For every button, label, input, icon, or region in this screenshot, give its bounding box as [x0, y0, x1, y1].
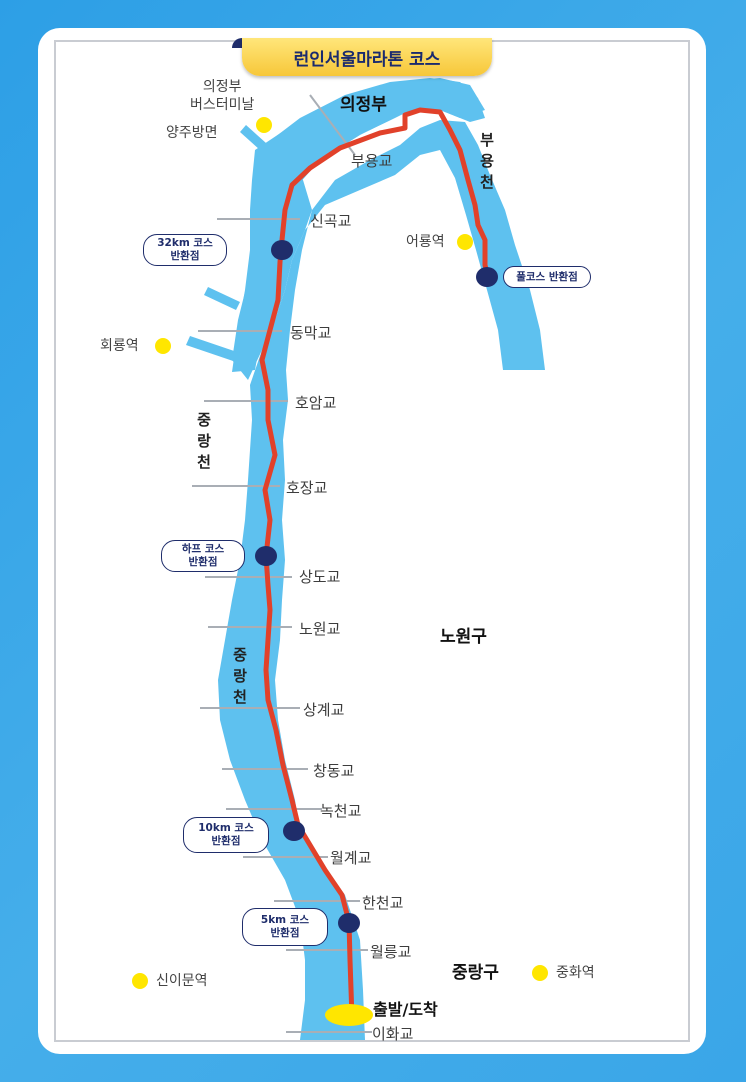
- marker-10km: [283, 821, 305, 841]
- bridge-label: 호장교: [286, 479, 328, 497]
- marker-5km: [338, 913, 360, 933]
- station-dot-eoryong: [457, 234, 473, 250]
- place-uijeongbu-terminal: 의정부 버스터미날: [190, 79, 255, 113]
- marker-half: [255, 546, 277, 566]
- station-dot-sinimun: [132, 973, 148, 989]
- place-sinimun: 신이문역: [156, 973, 208, 989]
- bridge-label: 녹천교: [320, 802, 362, 820]
- bridge-label: 신곡교: [310, 212, 352, 230]
- turnpoint-32km-line1: 32km 코스: [157, 237, 213, 249]
- marker-32km: [271, 240, 293, 260]
- region-nowon: 노원구: [440, 627, 487, 647]
- bridge-label: 이화교: [372, 1025, 414, 1043]
- bridge-label: 월릉교: [370, 943, 412, 961]
- region-uijeongbu: 의정부: [340, 95, 387, 115]
- place-eoryong: 어룡역: [406, 234, 445, 250]
- turnpoint-10km-line1: 10km 코스: [198, 822, 254, 834]
- turnpoint-10km-line2: 반환점: [211, 835, 241, 847]
- title-banner: 런인서울마라톤 코스: [242, 38, 492, 76]
- place-junghwa: 중화역: [556, 965, 595, 981]
- turnpoint-full-text: 풀코스 반환점: [516, 270, 578, 283]
- map-frame: [54, 40, 690, 1042]
- bridge-label: 동막교: [290, 324, 332, 342]
- station-dot-junghwa: [532, 965, 548, 981]
- turnpoint-half-line2: 반환점: [188, 556, 218, 568]
- jungnang-stream: [218, 120, 545, 1040]
- bridge-label: 상계교: [303, 701, 345, 719]
- turnpoint-5km-line2: 반환점: [270, 927, 300, 939]
- turnpoint-10km-label: 10km 코스 반환점: [183, 817, 269, 853]
- bridge-label: 창동교: [313, 762, 355, 780]
- place-hoeryong: 회룡역: [100, 338, 139, 354]
- tributary-yangju: [240, 125, 266, 150]
- start-finish-label: 출발/도착: [373, 1000, 438, 1019]
- turnpoint-5km-label: 5km 코스 반환점: [242, 908, 328, 946]
- bridge-label: 노원교: [299, 620, 341, 638]
- turnpoint-half-label: 하프 코스 반환점: [161, 540, 245, 572]
- upper-stream-body: [232, 78, 485, 372]
- turnpoint-32km-label: 32km 코스 반환점: [143, 234, 227, 266]
- region-jungnang: 중랑구: [452, 963, 499, 983]
- turnpoint-32km-line2: 반환점: [170, 250, 200, 262]
- bridge-label: 상도교: [299, 568, 341, 586]
- bridge-label: 월계교: [330, 849, 372, 867]
- map-title: 런인서울마라톤 코스: [293, 49, 441, 70]
- station-dot-hoeryong: [155, 338, 171, 354]
- start-finish-marker: [325, 1004, 373, 1026]
- marathon-route: [259, 107, 491, 1021]
- turnpoint-5km-line1: 5km 코스: [260, 914, 310, 926]
- tributary-1: [204, 287, 240, 310]
- station-dot-terminal: [256, 117, 272, 133]
- stream-buyongcheon: 부용천: [480, 131, 494, 191]
- stream-jungnangcheon-lower: 중랑천: [233, 646, 247, 706]
- bridge-label: 한천교: [362, 894, 404, 912]
- tributary-2: [186, 336, 240, 362]
- bridge-label: 부용교: [351, 152, 393, 170]
- bridge-label: 호암교: [295, 394, 337, 412]
- place-yangju: 양주방면: [166, 125, 218, 141]
- turnpoint-half-line1: 하프 코스: [181, 543, 225, 555]
- marker-full: [476, 267, 498, 287]
- turnpoint-full-label: 풀코스 반환점: [503, 266, 591, 288]
- stream-jungnangcheon-upper: 중랑천: [197, 411, 211, 471]
